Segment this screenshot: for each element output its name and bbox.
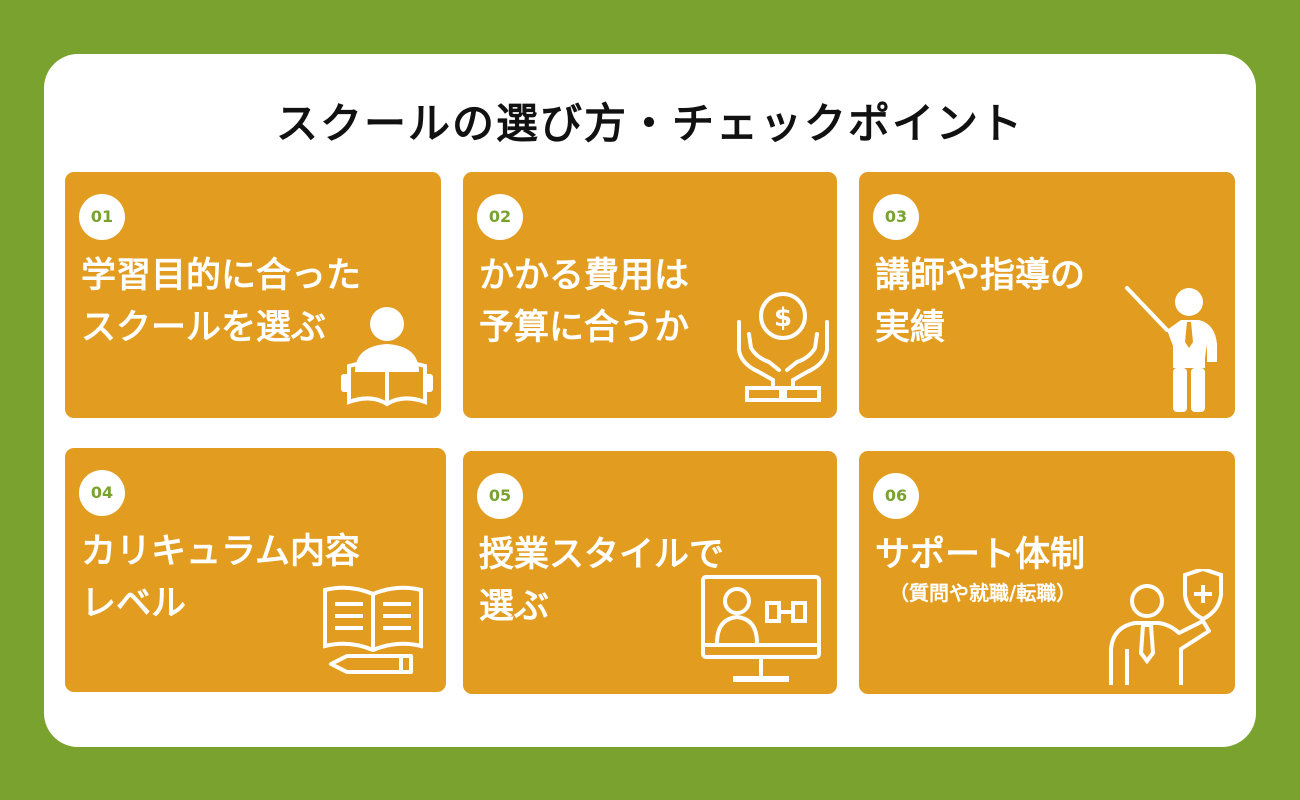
person-reading-book-icon bbox=[341, 307, 433, 407]
card-title-line: 講師や指導の bbox=[875, 256, 1086, 296]
card-number-badge: 05 bbox=[477, 473, 523, 519]
teacher-with-pointer-icon bbox=[1125, 286, 1217, 412]
card-number-badge: 02 bbox=[477, 194, 523, 240]
card-number-badge: 03 bbox=[873, 194, 919, 240]
open-book-pencil-icon bbox=[323, 585, 423, 674]
card-title-line: カリキュラム内容 bbox=[81, 532, 360, 572]
card-subtitle: （質問や就職/転職） bbox=[889, 581, 1077, 605]
checkpoint-card-04: 04 カリキュラム内容 レベル bbox=[65, 448, 446, 692]
card-title: サポート体制 bbox=[875, 529, 1085, 581]
card-title-line: 実績 bbox=[875, 308, 946, 348]
page-title: スクールの選び方・チェックポイント bbox=[275, 99, 1024, 148]
hands-holding-dollar-coin-icon: $ bbox=[737, 292, 829, 402]
card-title-line: 予算に合うか bbox=[479, 308, 690, 348]
checkpoint-card-02: 02 かかる費用は 予算に合うか $ bbox=[463, 172, 837, 418]
card-title-line: サポート体制 bbox=[875, 535, 1086, 575]
support-person-shield-icon bbox=[1109, 569, 1223, 685]
card-title: かかる費用は 予算に合うか bbox=[479, 250, 689, 354]
checkpoint-card-01: 01 学習目的に合った スクールを選ぶ bbox=[65, 172, 441, 418]
card-title-line: かかる費用は bbox=[479, 256, 690, 296]
card-number-badge: 06 bbox=[873, 473, 919, 519]
card-title-line: 選ぶ bbox=[479, 587, 550, 627]
svg-text:$: $ bbox=[774, 303, 792, 333]
card-title-line: 学習目的に合った bbox=[81, 256, 362, 296]
card-title: 講師や指導の 実績 bbox=[875, 250, 1085, 354]
card-title: 授業スタイルで 選ぶ bbox=[479, 529, 724, 633]
card-title-line: スクールを選ぶ bbox=[81, 308, 327, 348]
card-title: カリキュラム内容 レベル bbox=[81, 526, 360, 630]
card-number-badge: 04 bbox=[79, 470, 125, 516]
card-title: 学習目的に合った スクールを選ぶ bbox=[81, 250, 361, 354]
card-number-badge: 01 bbox=[79, 194, 125, 240]
checkpoint-card-03: 03 講師や指導の 実績 bbox=[859, 172, 1235, 418]
checkpoint-card-05: 05 授業スタイルで 選ぶ bbox=[463, 451, 837, 694]
card-title-line: 授業スタイルで bbox=[479, 535, 725, 575]
card-title-line: レベル bbox=[81, 584, 187, 624]
checkpoint-card-06: 06 サポート体制 （質問や就職/転職） bbox=[859, 451, 1235, 694]
online-lesson-monitor-icon bbox=[701, 575, 821, 682]
